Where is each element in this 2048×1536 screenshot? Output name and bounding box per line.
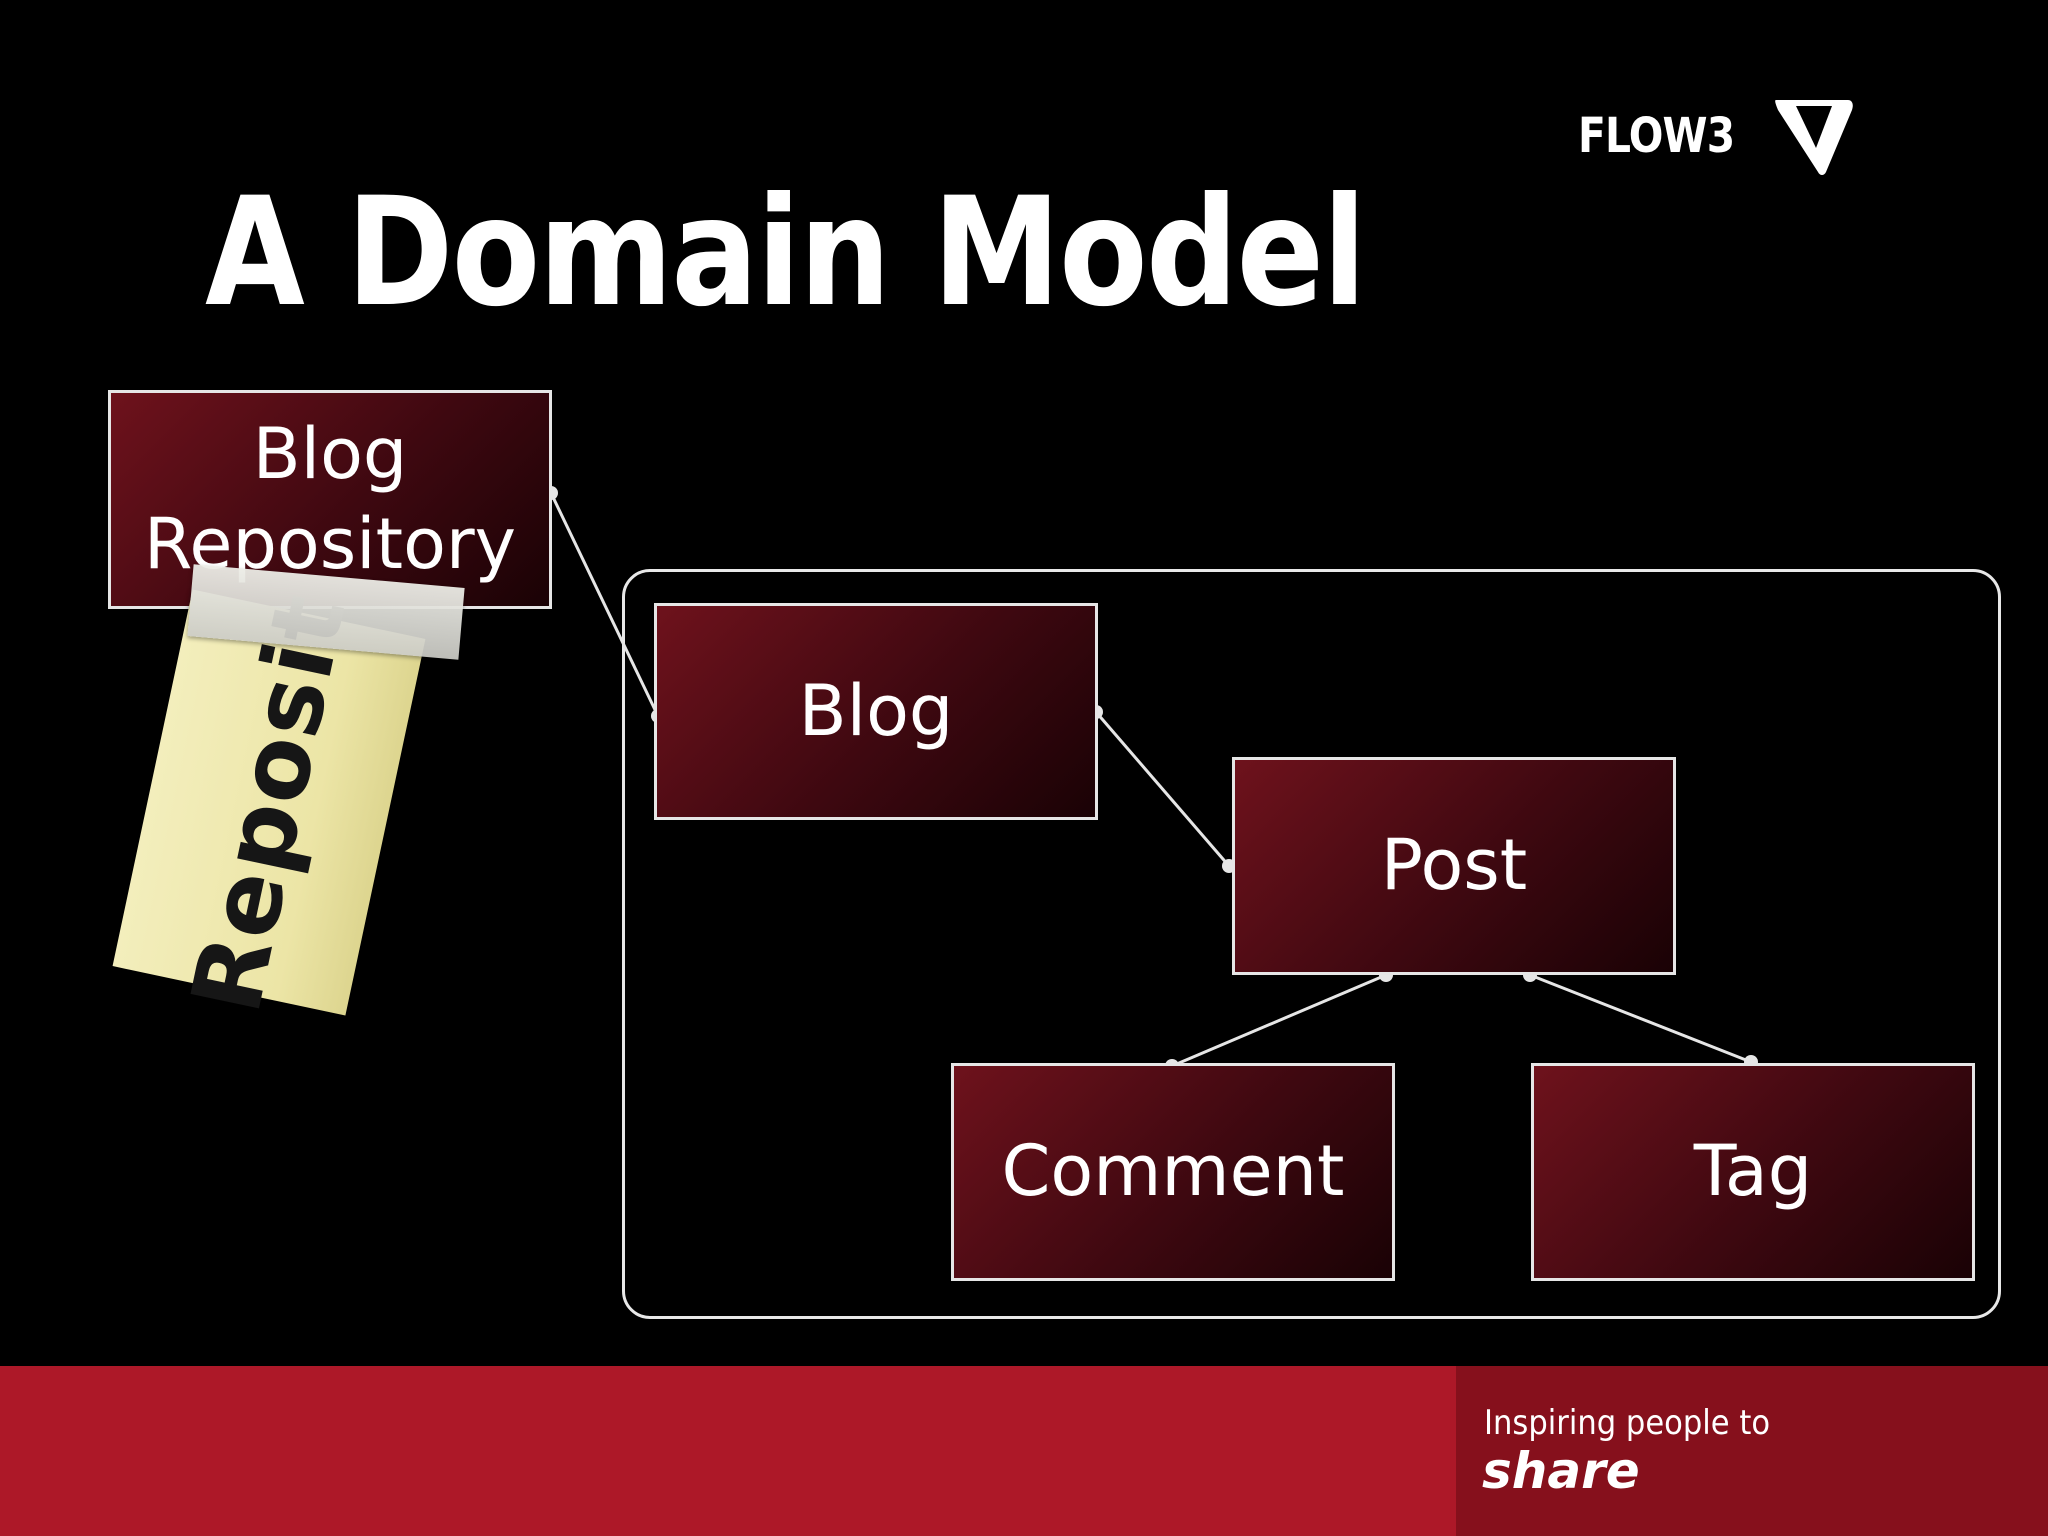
node-post: Post — [1232, 757, 1676, 975]
flow3-logo: FLOW3 — [1578, 96, 1856, 176]
footer-tagline-emphasis: share — [1482, 1446, 1640, 1496]
node-blog-label: Blog — [799, 667, 954, 757]
logo-text: FLOW3 — [1578, 108, 1734, 164]
node-post-label: Post — [1381, 821, 1527, 911]
sticky-note: Reposit — [113, 589, 426, 1015]
node-tag: Tag — [1531, 1063, 1975, 1281]
typo3-logo-icon — [1768, 96, 1856, 176]
node-tag-label: Tag — [1694, 1127, 1813, 1217]
footer-tagline: Inspiring people to — [1484, 1406, 1770, 1440]
slide-title: A Domain Model — [205, 178, 1365, 328]
node-comment: Comment — [951, 1063, 1395, 1281]
node-blog-repository-line1: Blog — [144, 410, 516, 500]
node-comment-label: Comment — [1002, 1127, 1345, 1217]
node-blog: Blog — [654, 603, 1098, 820]
sticky-note-text: Reposit — [170, 584, 368, 1022]
